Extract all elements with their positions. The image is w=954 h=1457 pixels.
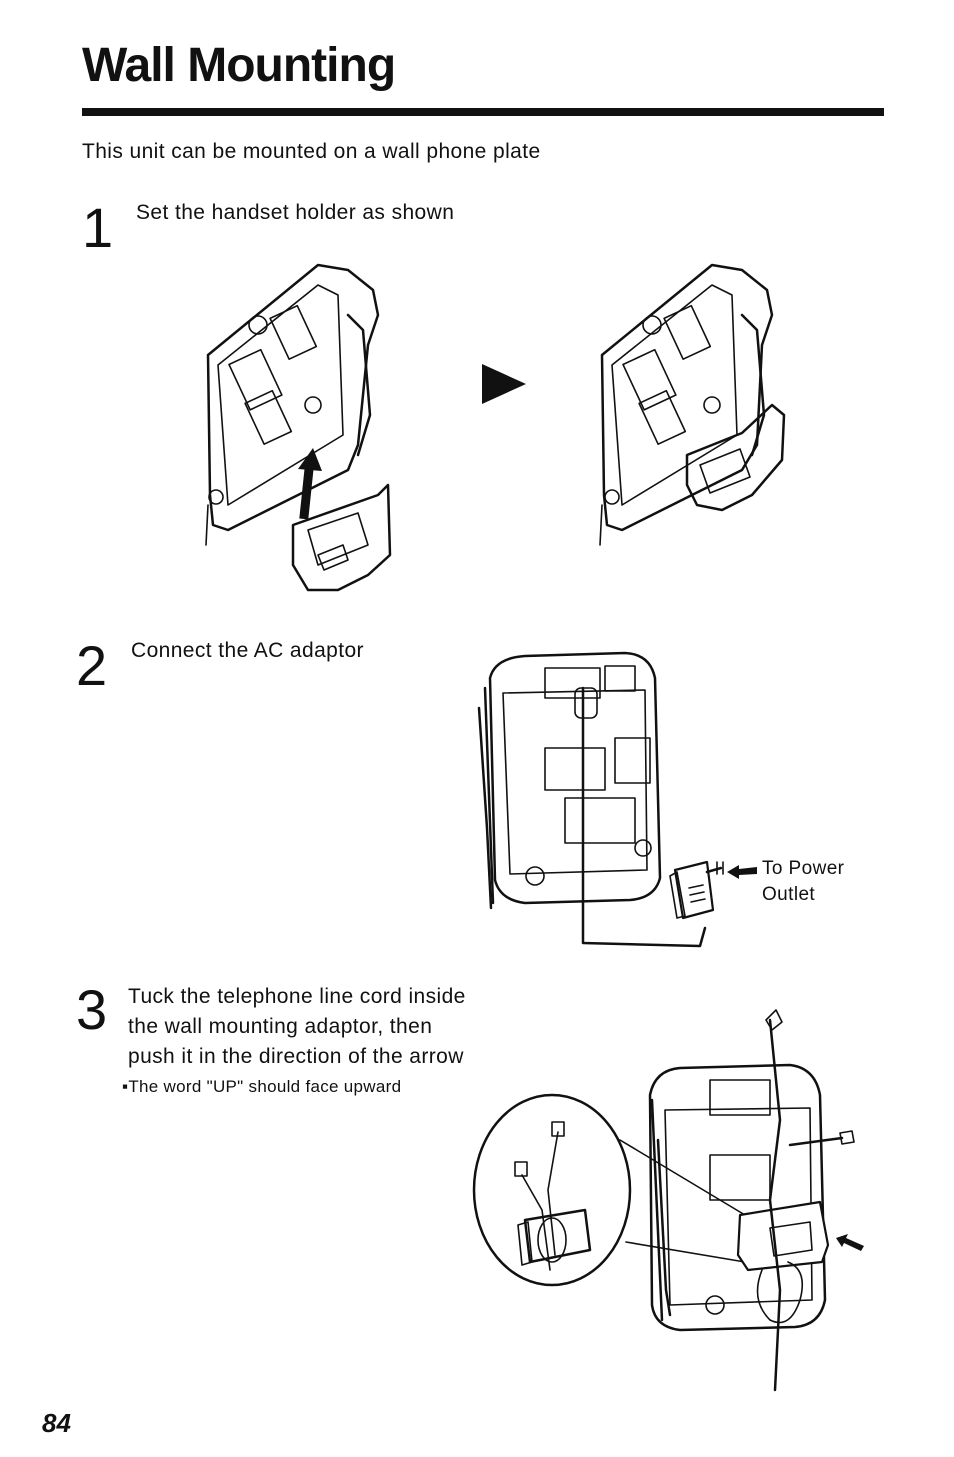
title-divider (82, 108, 884, 116)
callout-power-outlet-line-2: Outlet (762, 884, 816, 905)
step-2-number: 2 (76, 634, 108, 697)
step-1-illustration-after (599, 263, 786, 546)
step-2-text: Connect the AC adaptor (131, 639, 364, 662)
step-3-text-line-1: Tuck the telephone line cord inside (128, 985, 466, 1008)
step-3-text-line-3: push it in the direction of the arrow (128, 1045, 464, 1068)
arrow-left-icon (727, 865, 757, 879)
page-number: 84 (42, 1408, 71, 1438)
step-3-illustration (472, 1009, 855, 1392)
step-3-text-line-2: the wall mounting adaptor, then (128, 1015, 433, 1038)
callout-power-outlet-line-1: To Power (762, 858, 845, 879)
arrow-push-icon (836, 1234, 864, 1251)
page-title: Wall Mounting (82, 39, 396, 92)
step-3-note: ▪The word "UP" should face upward (122, 1077, 402, 1096)
step-1-number: 1 (82, 196, 114, 259)
play-arrow-icon (482, 364, 526, 404)
step-1-text: Set the handset holder as shown (136, 201, 455, 224)
step-3-number: 3 (76, 978, 108, 1041)
step-1-illustration-before (205, 263, 392, 592)
step-2-illustration (477, 651, 724, 948)
step-3-note-text: The word "UP" should face upward (128, 1077, 402, 1096)
intro-text: This unit can be mounted on a wall phone… (82, 140, 541, 163)
